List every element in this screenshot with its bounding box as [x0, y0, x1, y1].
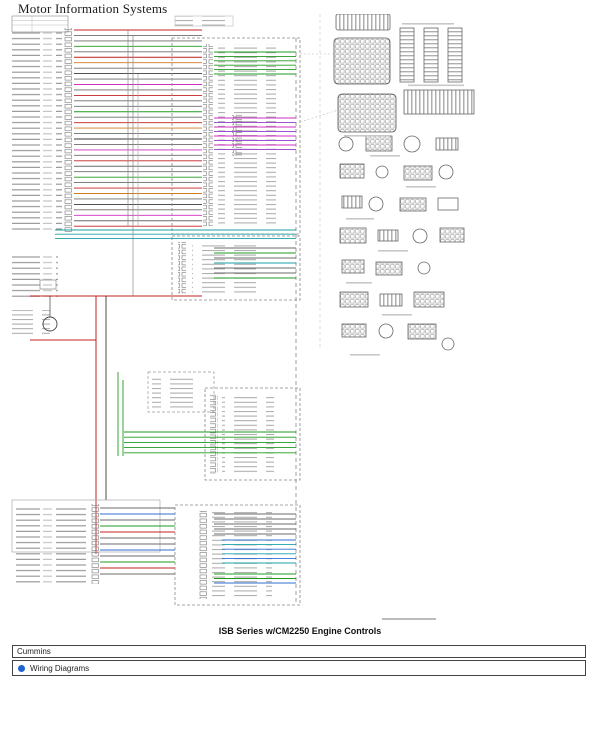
bullet-icon — [18, 664, 25, 672]
connector-gallery — [333, 14, 475, 356]
page-title: Motor Information Systems — [18, 1, 168, 16]
center-lower-box — [117, 372, 301, 481]
diagram-caption: ISB Series w/CM2250 Engine Controls — [218, 626, 382, 636]
battery-power-circuit — [30, 279, 202, 554]
legend-title-block — [11, 15, 69, 33]
left-component-column — [12, 28, 202, 336]
wiring-diagrams-label: Wiring Diagrams — [30, 663, 90, 673]
bottom-left-block — [11, 499, 175, 584]
wiring-diagram-svg — [11, 14, 475, 620]
wiring-diagrams-item[interactable]: Wiring Diagrams — [12, 660, 586, 676]
diagram-footnote-bar — [382, 618, 436, 620]
gallery-caption-bars — [344, 23, 464, 356]
brand-bar[interactable]: Cummins — [12, 645, 586, 658]
brand-label: Cummins — [17, 647, 51, 656]
wiring-diagram — [10, 14, 490, 626]
mid-left-dashed-box — [147, 371, 215, 413]
bottom-center-block — [174, 504, 301, 606]
ecm-mid-region — [55, 229, 301, 301]
ecm-connector-region — [171, 14, 339, 605]
